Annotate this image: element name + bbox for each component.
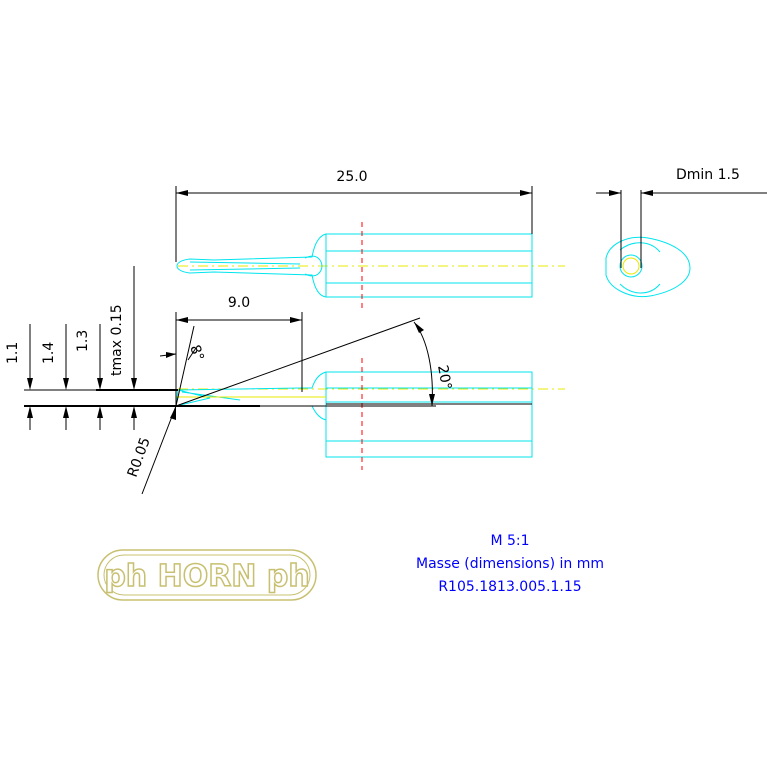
end-view-tip-circle — [622, 257, 640, 275]
top-view-shank — [325, 233, 533, 298]
units-note: Masse (dimensions) in mm — [416, 556, 604, 572]
dim-total-length: 25.0 — [175, 169, 533, 262]
dim-height-1-3-label: 1.3 — [75, 330, 91, 352]
dim-height-1-1-label: 1.1 — [5, 342, 21, 364]
dim-tip-length: 9.0 — [175, 295, 303, 392]
dim-angle-20: 20° — [175, 317, 454, 407]
drawing-notes: M 5:1 Masse (dimensions) in mm R105.1813… — [416, 533, 604, 595]
dim-dmin-label: Dmin 1.5 — [676, 167, 740, 183]
end-view-outline — [605, 236, 691, 298]
horn-logo: ph HORN ph — [97, 549, 317, 601]
dim-total-length-label: 25.0 — [336, 169, 367, 185]
top-view-neck — [176, 233, 327, 298]
side-view-shank — [325, 371, 533, 458]
dim-radius-label: R0.05 — [125, 435, 154, 479]
dim-height-1-4: 1.4 — [41, 324, 69, 430]
side-view — [24, 358, 565, 470]
dim-tmax-label: tmax 0.15 — [109, 304, 125, 376]
part-number: R105.1813.005.1.15 — [438, 579, 581, 595]
dim-angle-20-label: 20° — [434, 364, 454, 391]
dim-angle-8-label: 8° — [186, 343, 206, 363]
dim-tmax: tmax 0.15 — [109, 266, 137, 430]
end-view: Dmin 1.5 — [596, 167, 767, 298]
dim-height-1-1: 1.1 — [5, 324, 96, 430]
dim-height-1-4-label: 1.4 — [41, 342, 57, 364]
top-view — [176, 222, 565, 310]
dim-angle-8: 8° — [159, 325, 207, 407]
scale-note: M 5:1 — [490, 533, 529, 549]
horn-logo-text: ph HORN ph — [104, 559, 309, 594]
dim-height-1-3: 1.3 — [75, 324, 103, 430]
dim-tip-length-label: 9.0 — [228, 295, 250, 311]
dim-radius: R0.05 — [125, 405, 177, 495]
